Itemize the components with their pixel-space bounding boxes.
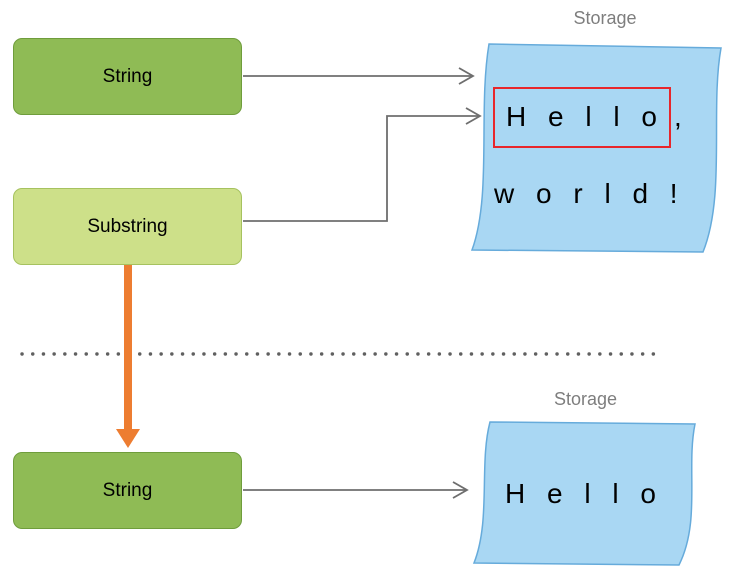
arrow-bottomstring-to-storage (243, 481, 469, 499)
arrow-string-to-storage (243, 67, 475, 85)
storage-top-line2: w o r l d ! (494, 178, 685, 209)
storage-top-comma: , (673, 101, 689, 132)
string-node-bottom: String (13, 452, 242, 529)
string-node-bottom-label: String (102, 479, 153, 501)
storage-top-line1: H e l l o , (493, 87, 689, 148)
storage-shape-top (470, 43, 722, 253)
substring-node: Substring (13, 188, 242, 265)
string-node-top: String (13, 38, 242, 115)
arrow-substring-to-storage (243, 107, 482, 222)
arrow-substring-to-string-orange (116, 265, 140, 448)
storage-bottom-line1: H e l l o (505, 478, 663, 509)
storage-title-top: Storage (573, 8, 637, 28)
substring-node-label: Substring (87, 215, 168, 237)
storage-title-bottom: Storage (553, 389, 618, 409)
storage-shape-bottom (472, 421, 696, 566)
substring-highlight-box: H e l l o (493, 87, 671, 148)
string-node-top-label: String (102, 65, 153, 87)
